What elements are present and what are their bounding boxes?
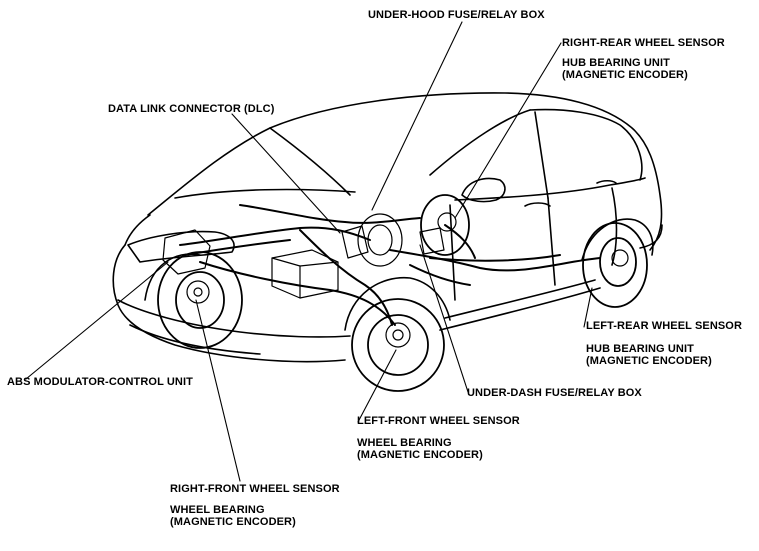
- right-front-wheel-sensor-label: RIGHT-FRONT WHEEL SENSOR WHEEL BEARING (…: [170, 483, 340, 528]
- right-rear-hub-bearing-line2: (MAGNETIC ENCODER): [562, 69, 688, 81]
- right-rear-wheel-sensor-label: RIGHT-REAR WHEEL SENSOR HUB BEARING UNIT…: [562, 37, 725, 81]
- right-front-wheel-bearing-line1: WHEEL BEARING: [170, 504, 265, 516]
- left-rear-hub-bearing-line1: HUB BEARING UNIT: [586, 343, 694, 355]
- under-dash-fuse-relay-box-label: UNDER-DASH FUSE/RELAY BOX: [467, 387, 642, 399]
- data-link-connector-label: DATA LINK CONNECTOR (DLC): [108, 103, 275, 115]
- left-front-wheel-sensor-title: LEFT-FRONT WHEEL SENSOR: [357, 415, 520, 427]
- left-rear-hub-bearing-line2: (MAGNETIC ENCODER): [586, 355, 712, 367]
- wheels: [157, 194, 648, 392]
- left-rear-wheel-sensor-label: LEFT-REAR WHEEL SENSOR HUB BEARING UNIT …: [586, 320, 742, 367]
- left-front-wheel-bearing-line1: WHEEL BEARING: [357, 437, 452, 449]
- right-front-wheel-sensor-title: RIGHT-FRONT WHEEL SENSOR: [170, 483, 340, 495]
- abs-modulator-control-unit-label: ABS MODULATOR-CONTROL UNIT: [7, 376, 193, 388]
- under-hood-fuse-relay-box-label: UNDER-HOOD FUSE/RELAY BOX: [368, 9, 545, 21]
- left-front-wheel-sensor-label: LEFT-FRONT WHEEL SENSOR WHEEL BEARING (M…: [357, 415, 520, 461]
- right-rear-wheel-sensor-title: RIGHT-REAR WHEEL SENSOR: [562, 37, 725, 49]
- right-rear-hub-bearing-line1: HUB BEARING UNIT: [562, 57, 670, 69]
- brake-hubs: [186, 212, 629, 348]
- leader-lines: [25, 21, 593, 482]
- left-front-wheel-bearing-line2: (MAGNETIC ENCODER): [357, 449, 483, 461]
- right-front-wheel-bearing-line2: (MAGNETIC ENCODER): [170, 516, 296, 528]
- wiring-harness: [179, 204, 601, 326]
- left-rear-wheel-sensor-title: LEFT-REAR WHEEL SENSOR: [586, 320, 743, 332]
- car-body: [112, 92, 663, 363]
